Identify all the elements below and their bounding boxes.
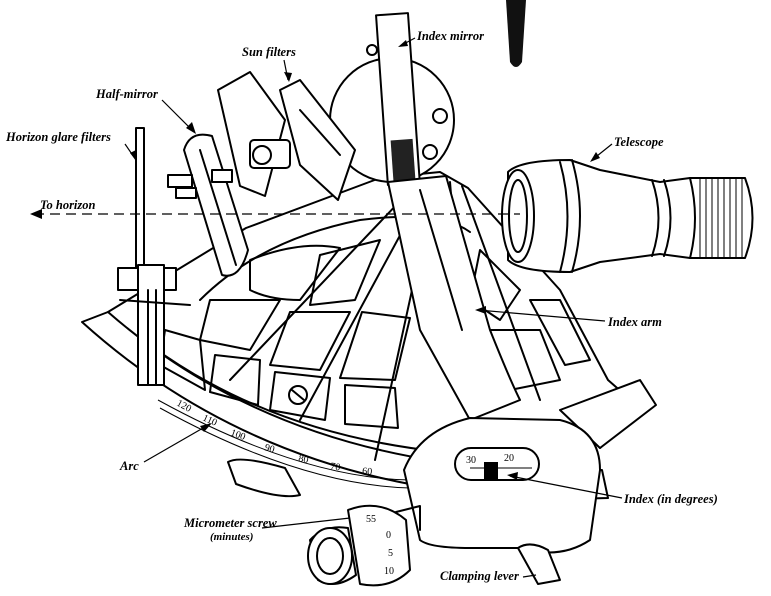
index-mirror — [329, 12, 455, 189]
telescope-knurl — [699, 178, 743, 258]
arc-scale-110: 110 — [201, 413, 219, 429]
arc-scale-80: 80 — [297, 453, 309, 466]
arc-scale-60: 60 — [362, 466, 373, 478]
label-horizon-glare-filters: Horizon glare filters — [5, 130, 111, 144]
label-index-arm: Index arm — [607, 315, 662, 329]
label-telescope: Telescope — [614, 135, 664, 149]
index-scale-30: 30 — [466, 455, 476, 466]
label-to-horizon: To horizon — [40, 198, 96, 212]
label-index-degrees: Index (in degrees) — [623, 492, 718, 506]
arc-scale: 120 110 100 90 80 70 60 — [175, 398, 373, 478]
index-arm — [387, 175, 601, 585]
micro-scale-55: 55 — [366, 514, 376, 525]
horizon-sight-line — [30, 209, 520, 219]
index-scale-20: 20 — [504, 453, 514, 464]
pointer-shape — [506, 0, 526, 67]
label-sun-filters: Sun filters — [242, 45, 296, 59]
arc-scale-70: 70 — [330, 461, 341, 473]
telescope — [501, 159, 754, 273]
label-micrometer-screw: Micrometer screw — [183, 516, 277, 530]
micro-scale-10: 10 — [384, 566, 394, 577]
micro-scale-0: 0 — [386, 530, 391, 541]
micrometer-scale: 55 0 5 10 — [366, 514, 394, 577]
label-index-mirror: Index mirror — [416, 29, 484, 43]
label-micrometer-minutes: (minutes) — [210, 531, 253, 543]
micro-scale-5: 5 — [388, 548, 393, 559]
label-half-mirror: Half-mirror — [95, 87, 158, 101]
label-clamping-lever: Clamping lever — [440, 569, 519, 583]
index-window-scale: 30 20 — [466, 453, 514, 466]
horizon-glare-filters — [117, 127, 191, 386]
half-mirror — [167, 133, 249, 277]
leader-lines — [124, 37, 623, 578]
sun-filters — [217, 71, 356, 201]
arc-knob — [227, 458, 301, 498]
arc-ticks — [157, 399, 411, 489]
label-arc: Arc — [119, 459, 139, 473]
micrometer-screw — [307, 504, 421, 587]
arc-scale-90: 90 — [263, 442, 276, 455]
arc-scale-100: 100 — [229, 427, 247, 442]
